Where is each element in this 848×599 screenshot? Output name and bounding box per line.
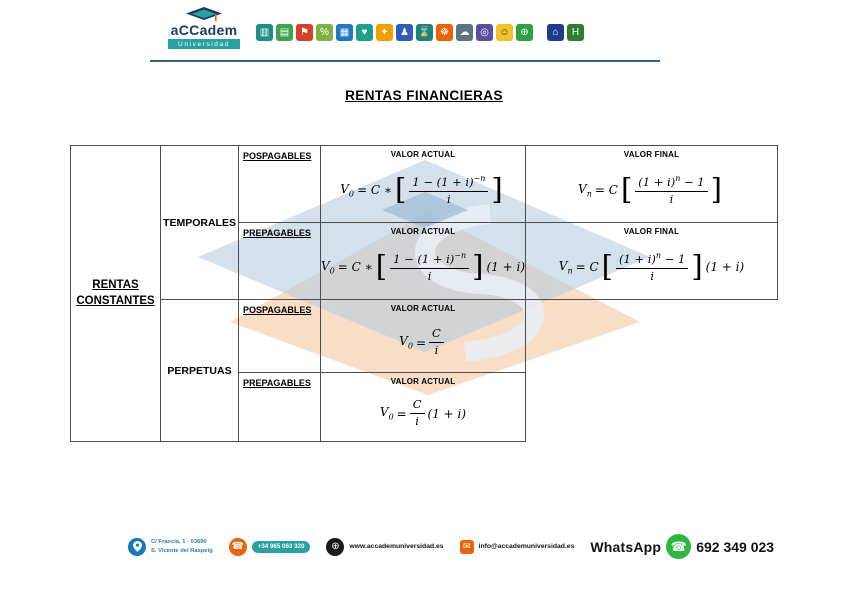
- formula-vf-temporales-prepagables: Vn = C [ (1 + i)n − 1 i ] (1 + i): [558, 249, 745, 284]
- footer-website-link[interactable]: www.accademuniversidad.es: [349, 543, 444, 550]
- header-rule: [150, 60, 660, 62]
- rentas-constantes-line2: CONSTANTES: [76, 294, 155, 307]
- calculator-icon[interactable]: ▦: [336, 24, 353, 41]
- graduation-cap-icon: [186, 7, 222, 21]
- gear-icon[interactable]: ☸: [436, 24, 453, 41]
- perpetuas-label: PERPETUAS: [167, 364, 232, 377]
- footer-contact-bar: C/ Francia, 1 - 03690 S. Vicente del Ras…: [128, 534, 774, 559]
- hourglass-icon[interactable]: ⌛: [416, 24, 433, 41]
- globe-icon[interactable]: ⊕: [516, 24, 533, 41]
- cell-vf-temporales-pospagables: VALOR FINAL Vn = C [ (1 + i)n − 1 i ]: [526, 146, 777, 223]
- location-pin-icon: [128, 537, 146, 556]
- footer-whatsapp-group: WhatsApp ☎ 692 349 023: [590, 534, 774, 559]
- valor-actual-label: VALOR ACTUAL: [390, 304, 456, 313]
- formula-va-perpetuas-prepagables: V0 = C i (1 + i): [379, 397, 467, 428]
- bank-icon[interactable]: ⌂: [547, 24, 564, 41]
- cell-temporales-pospagables: POSPAGABLES: [239, 146, 321, 223]
- valor-actual-label: VALOR ACTUAL: [390, 150, 456, 159]
- logo-subtitle: Universidad: [168, 38, 240, 49]
- watermark-logo: [198, 160, 650, 395]
- pospagables-label: POSPAGABLES: [243, 151, 312, 161]
- cell-va-perpetuas-prepagables: VALOR ACTUAL V0 = C i (1 + i): [321, 373, 526, 442]
- footer-phone-number: +34 965 063 320: [251, 540, 311, 553]
- page-title: RENTAS FINANCIERAS: [345, 88, 503, 103]
- percent-icon[interactable]: %: [316, 24, 333, 41]
- prepagables-label: PREPAGABLES: [243, 228, 311, 238]
- valor-actual-label: VALOR ACTUAL: [390, 227, 456, 236]
- cell-perpetuas: PERPETUAS: [161, 300, 239, 442]
- analytics-icon[interactable]: ▥: [256, 24, 273, 41]
- footer-address: C/ Francia, 1 - 03690 S. Vicente del Ras…: [151, 538, 213, 554]
- prepagables-label: PREPAGABLES: [243, 378, 311, 388]
- envelope-icon: ✉: [459, 539, 474, 554]
- accadem-logo: aCCadem Universidad: [168, 7, 240, 49]
- formula-vf-temporales-pospagables: Vn = C [ (1 + i)n − 1 i ]: [578, 172, 722, 207]
- temporales-label: TEMPORALES: [163, 216, 236, 229]
- cell-perpetuas-prepagables: PREPAGABLES: [239, 373, 321, 442]
- globe-icon: ⊕: [326, 537, 345, 556]
- student-icon[interactable]: ♟: [396, 24, 413, 41]
- cell-vf-temporales-prepagables: VALOR FINAL Vn = C [ (1 + i)n − 1 i ] (1…: [526, 223, 777, 300]
- hospital-icon[interactable]: H: [567, 24, 584, 41]
- valor-final-label: VALOR FINAL: [623, 150, 680, 159]
- formulas-table: RENTAS CONSTANTES TEMPORALES PERPETUAS P…: [70, 145, 526, 442]
- header-icon-strip: ▥▤⚑%▦♥✦♟⌛☸☁◎☺⊕ ⌂H: [256, 24, 584, 41]
- logo-name: aCCadem: [170, 22, 238, 38]
- megaphone-icon[interactable]: ⚑: [296, 24, 313, 41]
- cloud-icon[interactable]: ☁: [456, 24, 473, 41]
- footer-email-group: ✉ info@accademuniversidad.es: [459, 539, 575, 554]
- rentas-constantes-line1: RENTAS: [92, 278, 139, 291]
- cell-perpetuas-pospagables: POSPAGABLES: [239, 300, 321, 373]
- cell-temporales: TEMPORALES: [161, 146, 239, 300]
- smiley-icon[interactable]: ☺: [496, 24, 513, 41]
- valor-final-label: VALOR FINAL: [623, 227, 680, 236]
- whatsapp-label: WhatsApp: [590, 538, 662, 555]
- whatsapp-icon: ☎: [666, 534, 692, 559]
- footer-address-group: C/ Francia, 1 - 03690 S. Vicente del Ras…: [128, 537, 213, 556]
- cell-temporales-prepagables: PREPAGABLES: [239, 223, 321, 300]
- phone-icon: ☎: [228, 537, 247, 556]
- valor-final-column: VALOR FINAL Vn = C [ (1 + i)n − 1 i ] VA…: [526, 145, 778, 300]
- cell-rentas-constantes: RENTAS CONSTANTES: [71, 146, 161, 442]
- pospagables-label: POSPAGABLES: [243, 305, 312, 315]
- footer-phone-group: ☎ +34 965 063 320: [228, 537, 311, 556]
- formula-va-temporales-pospagables: V0 = C ∗ [ 1 − (1 + i)−n i ]: [340, 172, 503, 207]
- cell-va-temporales-prepagables: VALOR ACTUAL V0 = C ∗ [ 1 − (1 + i)−n i …: [321, 223, 526, 300]
- formula-va-temporales-prepagables: V0 = C ∗ [ 1 − (1 + i)−n i ] (1 + i): [321, 249, 526, 284]
- cell-va-perpetuas-pospagables: VALOR ACTUAL V0 = C i: [321, 300, 526, 373]
- heart-icon[interactable]: ♥: [356, 24, 373, 41]
- cell-va-temporales-pospagables: VALOR ACTUAL V0 = C ∗ [ 1 − (1 + i)−n i …: [321, 146, 526, 223]
- footer-email-link[interactable]: info@accademuniversidad.es: [478, 543, 575, 550]
- book-icon[interactable]: ▤: [276, 24, 293, 41]
- formula-va-perpetuas-pospagables: V0 = C i: [399, 326, 447, 358]
- whatsapp-number: 692 349 023: [696, 538, 775, 555]
- search-icon[interactable]: ◎: [476, 24, 493, 41]
- footer-web-group: ⊕ www.accademuniversidad.es: [326, 537, 444, 556]
- valor-actual-label: VALOR ACTUAL: [390, 377, 456, 386]
- idea-icon[interactable]: ✦: [376, 24, 393, 41]
